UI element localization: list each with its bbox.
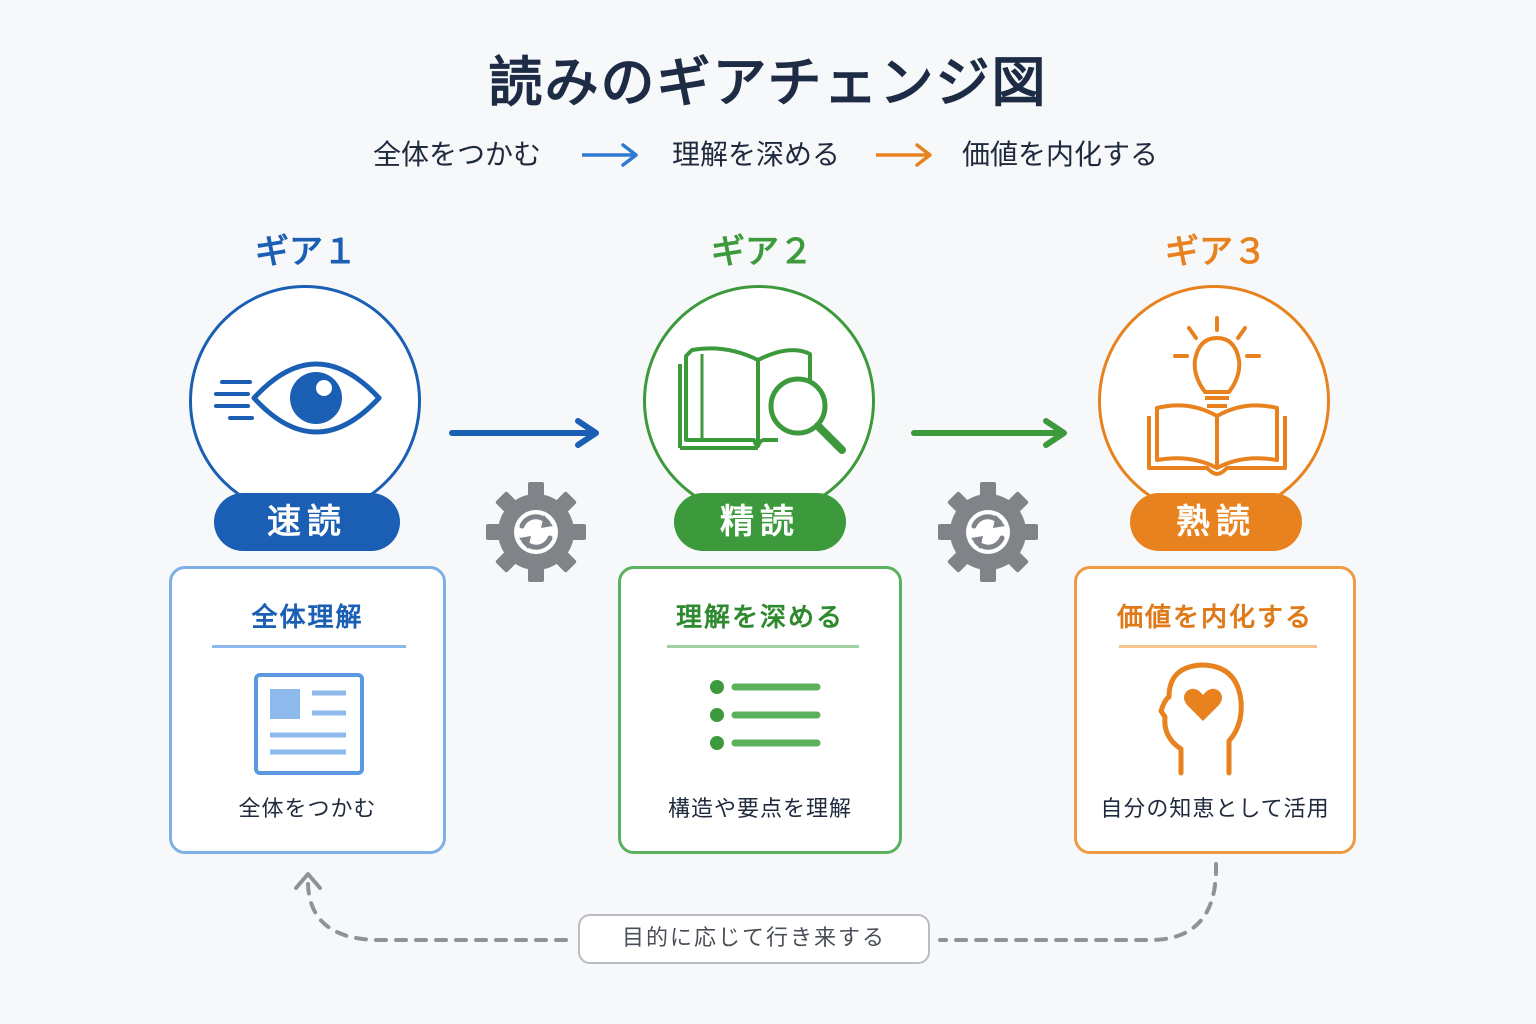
gear-3-circle xyxy=(1098,285,1330,517)
gear-3-label: ギア３ xyxy=(1165,232,1267,272)
gear-1-card-title: 全体理解 xyxy=(251,603,364,633)
gear-2-card-title: 理解を深める xyxy=(675,603,844,633)
document-layout-icon xyxy=(254,673,364,775)
flow-step-2: 理解を深める xyxy=(672,138,841,171)
flow-summary: 全体をつかむ 理解を深める 価値を内化する xyxy=(0,133,1536,177)
gear-1-card-caption: 全体をつかむ xyxy=(238,797,377,822)
gear-1-to-2-arrow-icon xyxy=(449,418,599,448)
gear-3-card-divider xyxy=(1119,645,1317,648)
gear-2-card-divider xyxy=(667,645,859,648)
gear-3-pill: 熟読 xyxy=(1130,493,1302,551)
gear-1-pill: 速読 xyxy=(214,493,400,551)
gear-refresh-icon xyxy=(486,482,586,582)
gear-refresh-icon xyxy=(938,482,1038,582)
gear-2-card: 理解を深める 構造や要点を理解 xyxy=(618,566,902,854)
flow-step-3: 価値を内化する xyxy=(962,138,1159,171)
gear-2-label: ギア２ xyxy=(711,232,813,272)
speed-eye-icon xyxy=(214,361,382,435)
head-heart-icon xyxy=(1158,662,1244,776)
flow-step-1: 全体をつかむ xyxy=(373,138,542,171)
gear-2-card-caption: 構造や要点を理解 xyxy=(667,797,852,822)
return-loop-label: 目的に応じて行き来する xyxy=(578,914,930,964)
gear-3-card: 価値を内化する 自分の知恵として活用 xyxy=(1074,566,1356,854)
gear-2-pill: 精読 xyxy=(674,493,846,551)
gear-3-card-title: 価値を内化する xyxy=(1116,603,1313,633)
gear-2-to-3-arrow-icon xyxy=(911,418,1067,448)
lightbulb-book-icon xyxy=(1147,316,1287,476)
gear-3-card-caption: 自分の知恵として活用 xyxy=(1100,797,1330,822)
flow-arrow-1-icon xyxy=(582,143,638,167)
gear-1-card: 全体理解 全体をつかむ xyxy=(169,566,446,854)
diagram-title: 読みのギアチェンジ図 xyxy=(488,51,1048,114)
gear-1-card-divider xyxy=(212,645,406,648)
bullet-list-icon xyxy=(710,680,821,750)
book-magnifier-icon xyxy=(678,346,846,454)
flow-arrow-2-icon xyxy=(876,143,932,167)
gear-1-label: ギア１ xyxy=(255,232,357,272)
